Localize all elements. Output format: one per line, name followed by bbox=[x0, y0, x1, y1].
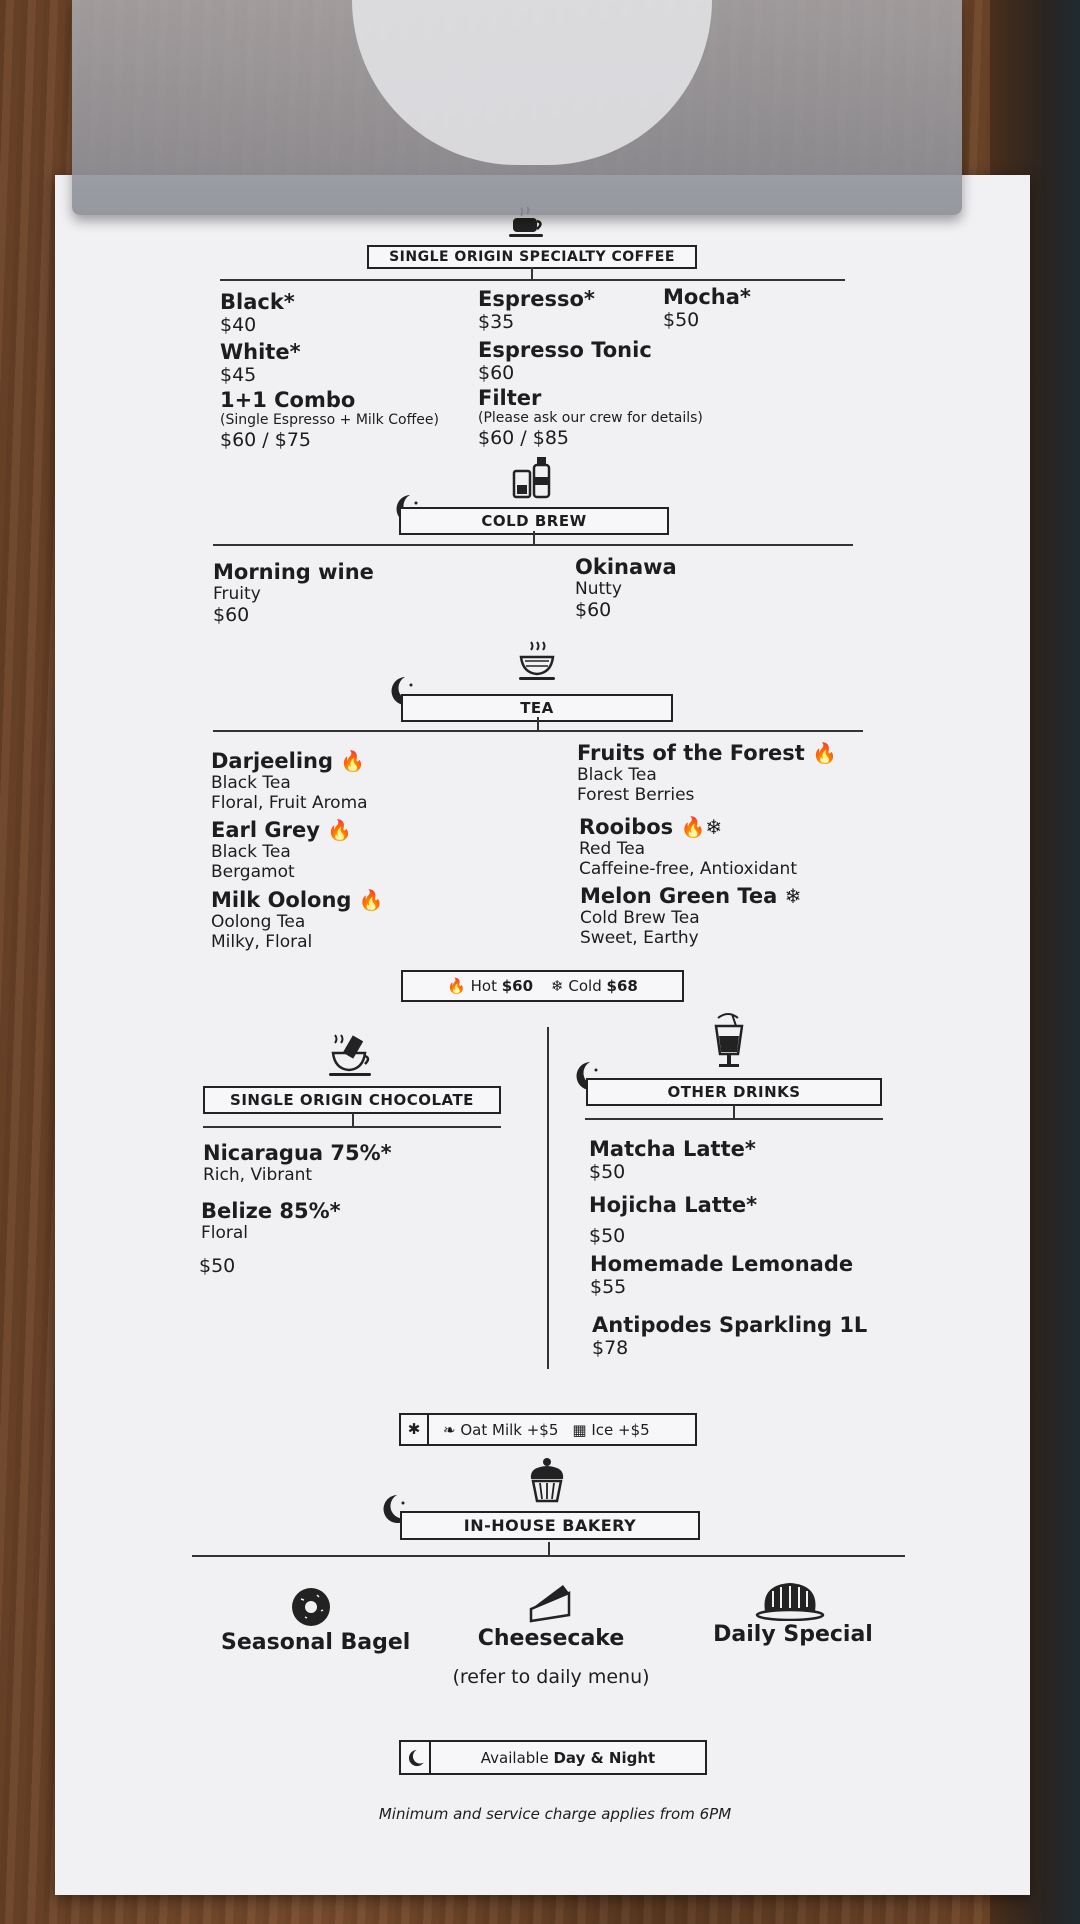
tea-rule-tick bbox=[537, 717, 539, 731]
bakery-item-cheesecake: Cheesecake bbox=[477, 1626, 625, 1651]
bakery-rule-tick bbox=[548, 1542, 550, 1556]
cupcake-icon bbox=[530, 1458, 564, 1503]
tea-rule bbox=[213, 730, 863, 732]
coffee-rule-tick bbox=[531, 267, 533, 281]
chocolate-rule bbox=[203, 1126, 501, 1128]
other-item-matcha-latte: Matcha Latte* $50 bbox=[589, 1137, 756, 1183]
coffee-section-title: SINGLE ORIGIN SPECIALTY COFFEE bbox=[367, 245, 697, 269]
chocolate-price: $50 bbox=[199, 1255, 236, 1277]
moon-icon bbox=[576, 1062, 602, 1090]
other-item-antipodes-sparkling: Antipodes Sparkling 1L $78 bbox=[592, 1313, 868, 1359]
moon-icon bbox=[391, 677, 417, 705]
coffee-item-white: White* $45 bbox=[220, 340, 301, 386]
coffee-item-espresso-tonic: Espresso Tonic $60 bbox=[478, 338, 652, 384]
chocolate-item-belize: Belize 85%* Floral bbox=[201, 1199, 341, 1243]
coffee-item-espresso: Espresso* $35 bbox=[478, 287, 595, 333]
cold-snowflake-icon: ❄ bbox=[551, 977, 564, 995]
sparkle-icon: ✱ bbox=[401, 1415, 429, 1444]
ice-cube-icon: ▦ bbox=[572, 1420, 587, 1439]
bagel-icon bbox=[292, 1588, 330, 1626]
tea-item-rooibos: Rooibos 🔥❄ Red Tea Caffeine-free, Antiox… bbox=[579, 815, 797, 879]
hot-flame-icon: 🔥 bbox=[340, 749, 366, 773]
cover-hole bbox=[352, 0, 712, 165]
hot-flame-icon: 🔥 bbox=[327, 818, 353, 842]
tea-price-legend: 🔥 Hot $60 ❄ Cold $68 bbox=[401, 970, 684, 1002]
hot-flame-icon: 🔥 bbox=[812, 741, 838, 765]
cheesecake-icon bbox=[529, 1585, 571, 1623]
leaf-icon: ❧ bbox=[443, 1420, 456, 1439]
tea-item-fruits-of-the-forest: Fruits of the Forest 🔥 Black Tea Forest … bbox=[577, 741, 838, 805]
clipboard-cover bbox=[72, 0, 962, 215]
moon-icon bbox=[383, 1495, 409, 1523]
hot-chocolate-icon bbox=[329, 1034, 371, 1076]
moon-icon bbox=[401, 1742, 431, 1773]
coffee-item-combo: 1+1 Combo (Single Espresso + Milk Coffee… bbox=[220, 388, 439, 451]
cold-brew-rule bbox=[213, 544, 853, 546]
cold-brew-rule-tick bbox=[533, 531, 535, 545]
bakery-item-daily-special: Daily Special bbox=[713, 1622, 873, 1647]
coffee-item-filter: Filter (Please ask our crew for details)… bbox=[478, 386, 703, 449]
cold-brew-bottle-icon bbox=[512, 457, 551, 499]
coffee-item-black: Black* $40 bbox=[220, 290, 295, 336]
extras-legend: ✱ ❧ Oat Milk +$5 ▦ Ice +$5 bbox=[399, 1413, 697, 1446]
chocolate-section-title: SINGLE ORIGIN CHOCOLATE bbox=[203, 1086, 501, 1114]
cocktail-glass-icon bbox=[714, 1013, 744, 1067]
hot-flame-icon: 🔥 bbox=[680, 815, 706, 839]
bakery-item-seasonal-bagel: Seasonal Bagel bbox=[221, 1630, 411, 1655]
bakery-section-title: IN-HOUSE BAKERY bbox=[400, 1511, 700, 1540]
service-charge-note: Minimum and service charge applies from … bbox=[378, 1805, 732, 1823]
chocolate-item-nicaragua: Nicaragua 75%* Rich, Vibrant bbox=[203, 1141, 392, 1185]
other-drinks-rule-tick bbox=[733, 1105, 735, 1119]
tea-item-milk-oolong: Milk Oolong 🔥 Oolong Tea Milky, Floral bbox=[211, 888, 384, 952]
cold-brew-section-title: COLD BREW bbox=[399, 507, 669, 535]
coffee-item-mocha: Mocha* $50 bbox=[663, 285, 751, 331]
cold-brew-item-okinawa: Okinawa Nutty $60 bbox=[575, 555, 677, 621]
bakery-rule bbox=[192, 1555, 905, 1557]
tea-item-melon-green-tea: Melon Green Tea ❄ Cold Brew Tea Sweet, E… bbox=[580, 884, 802, 948]
chocolate-rule-tick bbox=[352, 1113, 354, 1127]
tea-cup-icon bbox=[519, 641, 555, 680]
tea-item-darjeeling: Darjeeling 🔥 Black Tea Floral, Fruit Aro… bbox=[211, 749, 368, 813]
availability-badge: Available Day & Night bbox=[399, 1740, 707, 1775]
other-drinks-rule bbox=[585, 1118, 883, 1120]
other-item-homemade-lemonade: Homemade Lemonade $55 bbox=[590, 1252, 854, 1298]
column-divider bbox=[547, 1027, 549, 1369]
other-drinks-section-title: OTHER DRINKS bbox=[586, 1078, 882, 1106]
cold-snowflake-icon: ❄ bbox=[784, 884, 802, 908]
other-item-hojicha-latte: Hojicha Latte* $50 bbox=[589, 1193, 758, 1247]
bakery-daily-menu-note: (refer to daily menu) bbox=[452, 1666, 650, 1688]
cold-snowflake-icon: ❄ bbox=[705, 815, 723, 839]
menu-sheet: SINGLE ORIGIN SPECIALTY COFFEE Black* $4… bbox=[55, 175, 1030, 1895]
hot-flame-icon: 🔥 bbox=[447, 977, 466, 995]
cold-brew-item-morning-wine: Morning wine Fruity $60 bbox=[213, 560, 374, 626]
bundt-cake-icon bbox=[755, 1583, 825, 1621]
tea-item-earl-grey: Earl Grey 🔥 Black Tea Bergamot bbox=[211, 818, 353, 882]
hot-flame-icon: 🔥 bbox=[358, 888, 384, 912]
